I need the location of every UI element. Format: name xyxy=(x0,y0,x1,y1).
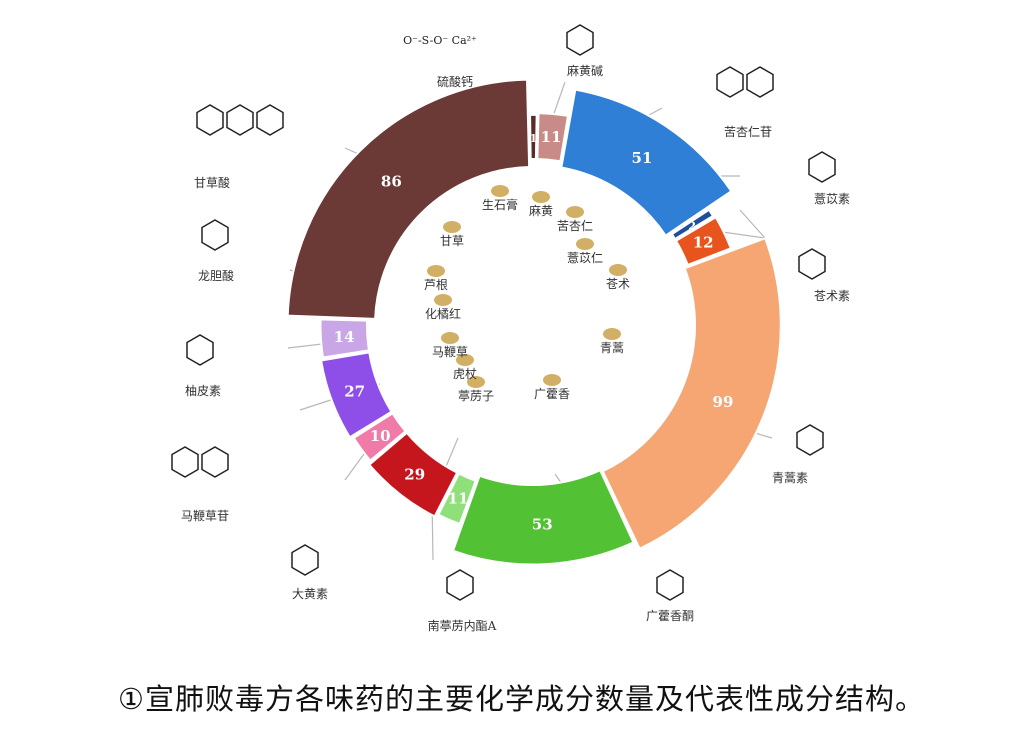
structure-ring xyxy=(796,424,824,456)
segment-5 xyxy=(674,215,733,267)
herb-label: 甘草 xyxy=(440,234,464,248)
segment-11 xyxy=(319,351,393,439)
herb-label: 芦根 xyxy=(424,278,448,292)
segment-value-label: 12 xyxy=(693,234,714,252)
compound-label: 麻黄碱 xyxy=(567,63,603,78)
segment-13 xyxy=(286,78,531,320)
herb-photo xyxy=(576,238,594,250)
segment-value-label: 11 xyxy=(541,128,562,146)
structure-ring xyxy=(566,24,594,56)
herb-label: 苦杏仁 xyxy=(557,219,593,233)
herb-photo xyxy=(427,265,445,277)
segment-10 xyxy=(352,412,407,462)
segment-value-label: 14 xyxy=(334,328,355,346)
segment-3 xyxy=(560,88,733,237)
herb-photo xyxy=(441,332,459,344)
structure-ring xyxy=(201,219,229,251)
compound-label: 柚皮素 xyxy=(185,383,221,398)
structure-ring xyxy=(196,104,224,136)
segment-value-label: 1 xyxy=(530,132,538,145)
structure-ring xyxy=(291,544,319,576)
structure-ring xyxy=(716,66,744,98)
herb-label: 青蒿 xyxy=(600,341,624,355)
herb-photo xyxy=(467,376,485,388)
herb-photo xyxy=(456,354,474,366)
structure-ring xyxy=(656,569,684,601)
compound-label: 马鞭草苷 xyxy=(181,509,229,523)
segment-12 xyxy=(319,318,371,359)
compound-label: 薏苡素 xyxy=(814,192,850,206)
herb-photo xyxy=(543,374,561,386)
segment-value-label: 99 xyxy=(713,393,734,411)
figure-caption: ①宣肺败毒方各味药的主要化学成分数量及代表性成分结构。 xyxy=(118,682,925,716)
segment-value-label: 51 xyxy=(632,149,653,167)
structure-ring xyxy=(746,66,774,98)
segment-4 xyxy=(670,208,715,241)
segment-value-label: 11 xyxy=(448,490,469,508)
herb-label: 葶苈子 xyxy=(458,389,494,403)
structure-ring xyxy=(201,446,229,478)
structure-ring xyxy=(171,446,199,478)
herb-label: 化橘红 xyxy=(425,306,461,321)
segment-value-label: 29 xyxy=(404,465,425,483)
segment-9 xyxy=(367,431,459,518)
herb-photo xyxy=(443,221,461,233)
herb-photo xyxy=(434,294,452,306)
structure-ring xyxy=(186,334,214,366)
herb-label: 生石膏 xyxy=(482,197,518,212)
herb-label: 虎杖 xyxy=(453,366,477,381)
segment-value-label: 86 xyxy=(381,172,402,190)
structure-formula: O⁻-S-O⁻ Ca²⁺ xyxy=(403,34,477,47)
herb-photo xyxy=(532,191,550,203)
segment-value-label: 53 xyxy=(532,516,553,534)
herb-photo xyxy=(491,185,509,197)
herb-label: 薏苡仁 xyxy=(567,251,603,265)
structure-ring xyxy=(808,151,836,183)
segment-2 xyxy=(536,112,570,163)
herb-label: 苍术 xyxy=(606,277,630,291)
compound-label: 南葶苈内酯A xyxy=(428,618,497,633)
compound-label: 硫酸钙 xyxy=(437,74,473,89)
herb-labels: 生石膏麻黄苦杏仁薏苡仁苍术青蒿广藿香 葶苈子 虎杖 马鞭草 化橘红 芦根 甘草 xyxy=(424,185,630,403)
compound-label: 大黄素 xyxy=(292,587,328,601)
compound-label: 苦杏仁苷 xyxy=(724,125,772,139)
segment-value-label: 27 xyxy=(344,383,365,401)
segment-6 xyxy=(601,236,782,551)
herb-photo xyxy=(609,264,627,276)
compound-label: 青蒿素 xyxy=(772,471,808,485)
segment-1 xyxy=(529,113,538,161)
compound-label: 龙胆酸 xyxy=(198,268,234,283)
segment-8 xyxy=(437,472,477,526)
herb-label: 马鞭草 xyxy=(432,345,468,359)
herb-photo xyxy=(603,328,621,340)
compound-label: 甘草酸 xyxy=(194,175,230,190)
segment-value-label: 2 xyxy=(688,220,696,233)
herb-label: 广藿香 xyxy=(534,387,570,401)
herb-label: 麻黄 xyxy=(529,203,553,218)
chemical-structures: O⁻-S-O⁻ Ca²⁺ xyxy=(171,24,836,601)
compound-label: 广藿香酮 xyxy=(646,609,694,623)
herb-photo xyxy=(566,206,584,218)
structure-ring xyxy=(446,569,474,601)
segment-value-label: 10 xyxy=(370,427,391,445)
compound-label: 苍术素 xyxy=(814,289,850,303)
structure-ring xyxy=(256,104,284,136)
structure-ring xyxy=(798,248,826,280)
segment-7 xyxy=(451,468,635,566)
structure-ring xyxy=(226,104,254,136)
